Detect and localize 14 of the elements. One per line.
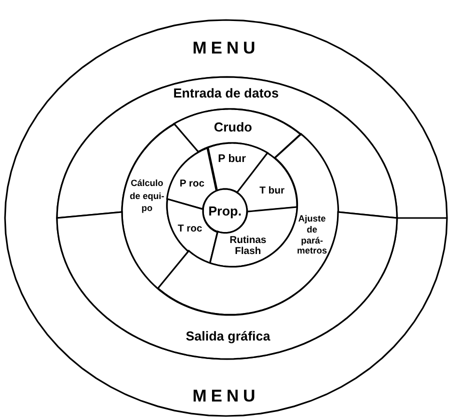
outer-ring bbox=[5, 20, 447, 416]
segment-label: Salida gráfica bbox=[184, 327, 272, 346]
segment-label: MENU bbox=[191, 385, 261, 408]
segment-label: Entrada de datos bbox=[172, 84, 280, 102]
segment-label: T roc bbox=[176, 222, 204, 236]
segment-label: T bur bbox=[258, 184, 286, 198]
segment-label: Prop. bbox=[207, 202, 243, 220]
segment-label: Ajuste de pará- metros bbox=[296, 213, 328, 257]
segment-label: Cálculo de equi- po bbox=[128, 177, 166, 215]
segment-label: P bur bbox=[217, 152, 247, 167]
segment-label: MENU bbox=[191, 37, 261, 60]
segment-label: Crudo bbox=[212, 118, 254, 136]
segment-label: P roc bbox=[178, 177, 206, 192]
segment-label: Rutinas Flash bbox=[228, 234, 268, 257]
